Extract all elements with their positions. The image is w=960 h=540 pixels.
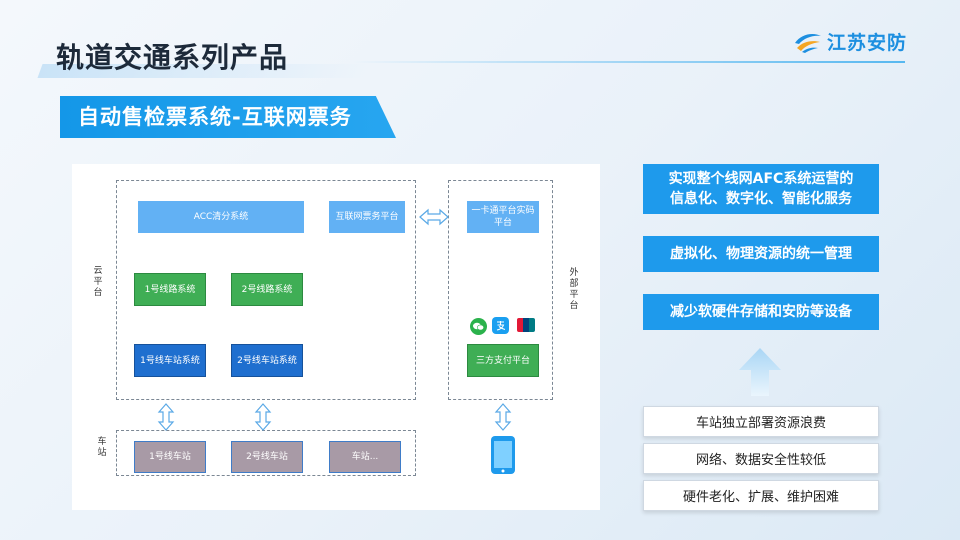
problem-text: 车站独立部署资源浪费 <box>695 416 826 431</box>
vertical-double-arrow-icon <box>494 403 512 431</box>
wechat-pay-icon <box>470 318 487 335</box>
line2-station-system: 2号线车站系统 <box>231 344 303 377</box>
line2-system: 2号线路系统 <box>231 273 303 306</box>
line1-station-system: 1号线车站系统 <box>134 344 206 377</box>
horizontal-double-arrow-icon <box>419 208 449 226</box>
problem-box-2: 网络、数据安全性较低 <box>643 443 879 474</box>
benefit-text: 虚拟化、物理资源的统一管理 <box>670 246 852 262</box>
cloud-platform-label: 云平台 <box>93 266 103 298</box>
line2-station: 2号线车站 <box>231 441 303 473</box>
vertical-double-arrow-icon <box>254 403 272 431</box>
title-area: 轨道交通系列产品 <box>37 30 520 78</box>
smartphone-icon <box>491 436 515 474</box>
benefit-box-3: 减少软硬件存储和安防等设备 <box>643 294 879 330</box>
benefit-text: 实现整个线网AFC系统运营的 信息化、数字化、智能化服务 <box>668 171 854 207</box>
external-platform-region <box>448 180 553 400</box>
station-region <box>116 430 416 476</box>
line1-system: 1号线路系统 <box>134 273 206 306</box>
up-arrow-icon <box>739 348 781 396</box>
problem-text: 硬件老化、扩展、维护困难 <box>682 490 839 505</box>
transit-card-platform: 一卡通平台实码平台 <box>467 201 539 233</box>
more-stations: 车站... <box>329 441 401 473</box>
section-subtitle: 自动售检票系统-互联网票务 <box>60 96 396 138</box>
company-logo: 江苏安防 <box>793 28 907 55</box>
unionpay-icon <box>517 318 535 332</box>
acc-clearing-system: ACC清分系统 <box>138 201 304 233</box>
internet-ticketing-platform: 互联网票务平台 <box>329 201 405 233</box>
alipay-icon <box>492 317 509 334</box>
cloud-platform-region <box>116 180 416 400</box>
connector-layer <box>157 208 515 474</box>
line1-station: 1号线车站 <box>134 441 206 473</box>
page-title: 轨道交通系列产品 <box>56 41 289 74</box>
third-party-payment-platform: 三方支付平台 <box>467 344 539 377</box>
problem-box-1: 车站独立部署资源浪费 <box>643 406 879 437</box>
header-divider <box>350 61 905 63</box>
benefit-box-2: 虚拟化、物理资源的统一管理 <box>643 236 879 272</box>
benefit-text: 减少软硬件存储和安防等设备 <box>670 304 852 320</box>
problem-text: 网络、数据安全性较低 <box>695 453 826 468</box>
benefit-box-1: 实现整个线网AFC系统运营的 信息化、数字化、智能化服务 <box>643 164 879 214</box>
architecture-diagram: 云平台 外部平台 车站 ACC清分系统 互联网票务平台 1号线路系统 2号线路系… <box>72 164 600 510</box>
logo-text: 江苏安防 <box>827 32 908 54</box>
external-platform-label: 外部平台 <box>569 268 579 311</box>
vertical-double-arrow-icon <box>157 403 175 431</box>
logo-swoosh-icon <box>795 33 821 53</box>
station-label: 车站 <box>97 437 107 458</box>
problem-box-3: 硬件老化、扩展、维护困难 <box>643 480 879 511</box>
